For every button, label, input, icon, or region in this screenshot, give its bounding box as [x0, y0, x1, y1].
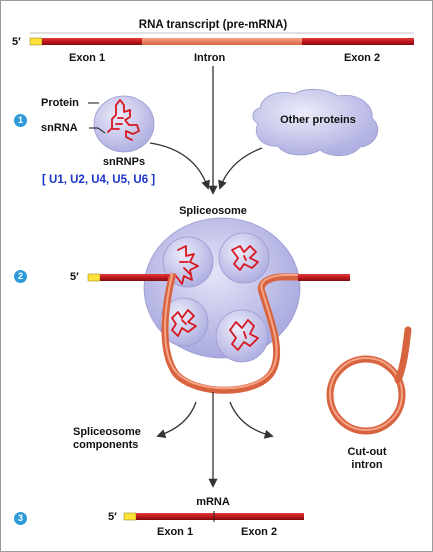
pre-mrna-in-spliceosome — [87, 273, 350, 394]
step-3-badge: 3 — [14, 512, 27, 525]
snrna-squiggle-lr — [229, 319, 259, 351]
lariat-tail — [394, 326, 412, 384]
cap-5prime-bottom — [123, 512, 137, 521]
exon2-segment-bottom — [214, 513, 304, 520]
arrow-proteins-to-spliceosome — [218, 147, 263, 190]
subunit-lower-right — [215, 309, 269, 363]
arrow-to-cutout — [229, 401, 274, 439]
snrna-squiggle-ur — [231, 245, 259, 271]
snrna-leader — [89, 127, 106, 134]
cutout-intron-lariat — [326, 326, 412, 435]
arrow-snrnps-to-spliceosome — [149, 142, 210, 190]
snrnp-particle — [93, 95, 155, 153]
arrow-to-components — [156, 401, 197, 439]
mrna-product — [123, 511, 304, 522]
exon1-segment-top — [42, 38, 142, 45]
cap-5prime-mid — [87, 273, 101, 282]
snrnps-label: snRNPs — [102, 156, 146, 168]
snrna-squiggle-ll — [171, 309, 197, 337]
intron-loop-mid-highlight — [164, 274, 298, 390]
exon2-label-bottom: Exon 2 — [241, 526, 278, 538]
exon1-label-bottom: Exon 1 — [157, 526, 194, 538]
other-proteins-blob — [252, 88, 379, 157]
cap-5prime-top — [29, 37, 43, 46]
exon2-segment-mid — [298, 274, 350, 281]
snrna-label: snRNA — [41, 122, 78, 134]
snrna-squiggle-ul — [175, 245, 199, 285]
exon2-label-top: Exon 2 — [344, 52, 381, 64]
spliceosome-components-label: Spliceosome components — [73, 426, 141, 451]
spliceosome-complex — [143, 217, 301, 363]
transcript-title: RNA transcript (pre-mRNA) — [138, 19, 288, 31]
pre-mrna-transcript — [29, 32, 414, 46]
step-2-badge: 2 — [14, 270, 27, 283]
step-1-badge: 1 — [14, 114, 27, 127]
exon1-segment-mid — [100, 274, 170, 281]
cutout-intron-label: Cut-out intron — [347, 446, 387, 471]
intron-label-top: Intron — [194, 52, 226, 64]
snrnp-body — [93, 95, 155, 153]
exon2-segment-top — [302, 38, 414, 45]
spliceosome-label: Spliceosome — [179, 205, 247, 217]
protein-label: Protein — [41, 97, 79, 109]
five-prime-top: 5′ — [12, 36, 21, 48]
intron-segment-top — [142, 38, 302, 45]
five-prime-mid: 5′ — [70, 271, 79, 283]
lariat-loop-highlight — [329, 357, 403, 431]
other-proteins-label: Other proteins — [280, 114, 356, 126]
five-prime-bottom: 5′ — [108, 511, 117, 523]
exon1-label-top: Exon 1 — [69, 52, 106, 64]
snrna-squiggle — [107, 99, 140, 141]
exon1-segment-bottom — [136, 513, 214, 520]
mrna-label: mRNA — [196, 496, 230, 508]
snrnp-list: [ U1, U2, U4, U5, U6 ] — [42, 174, 156, 186]
